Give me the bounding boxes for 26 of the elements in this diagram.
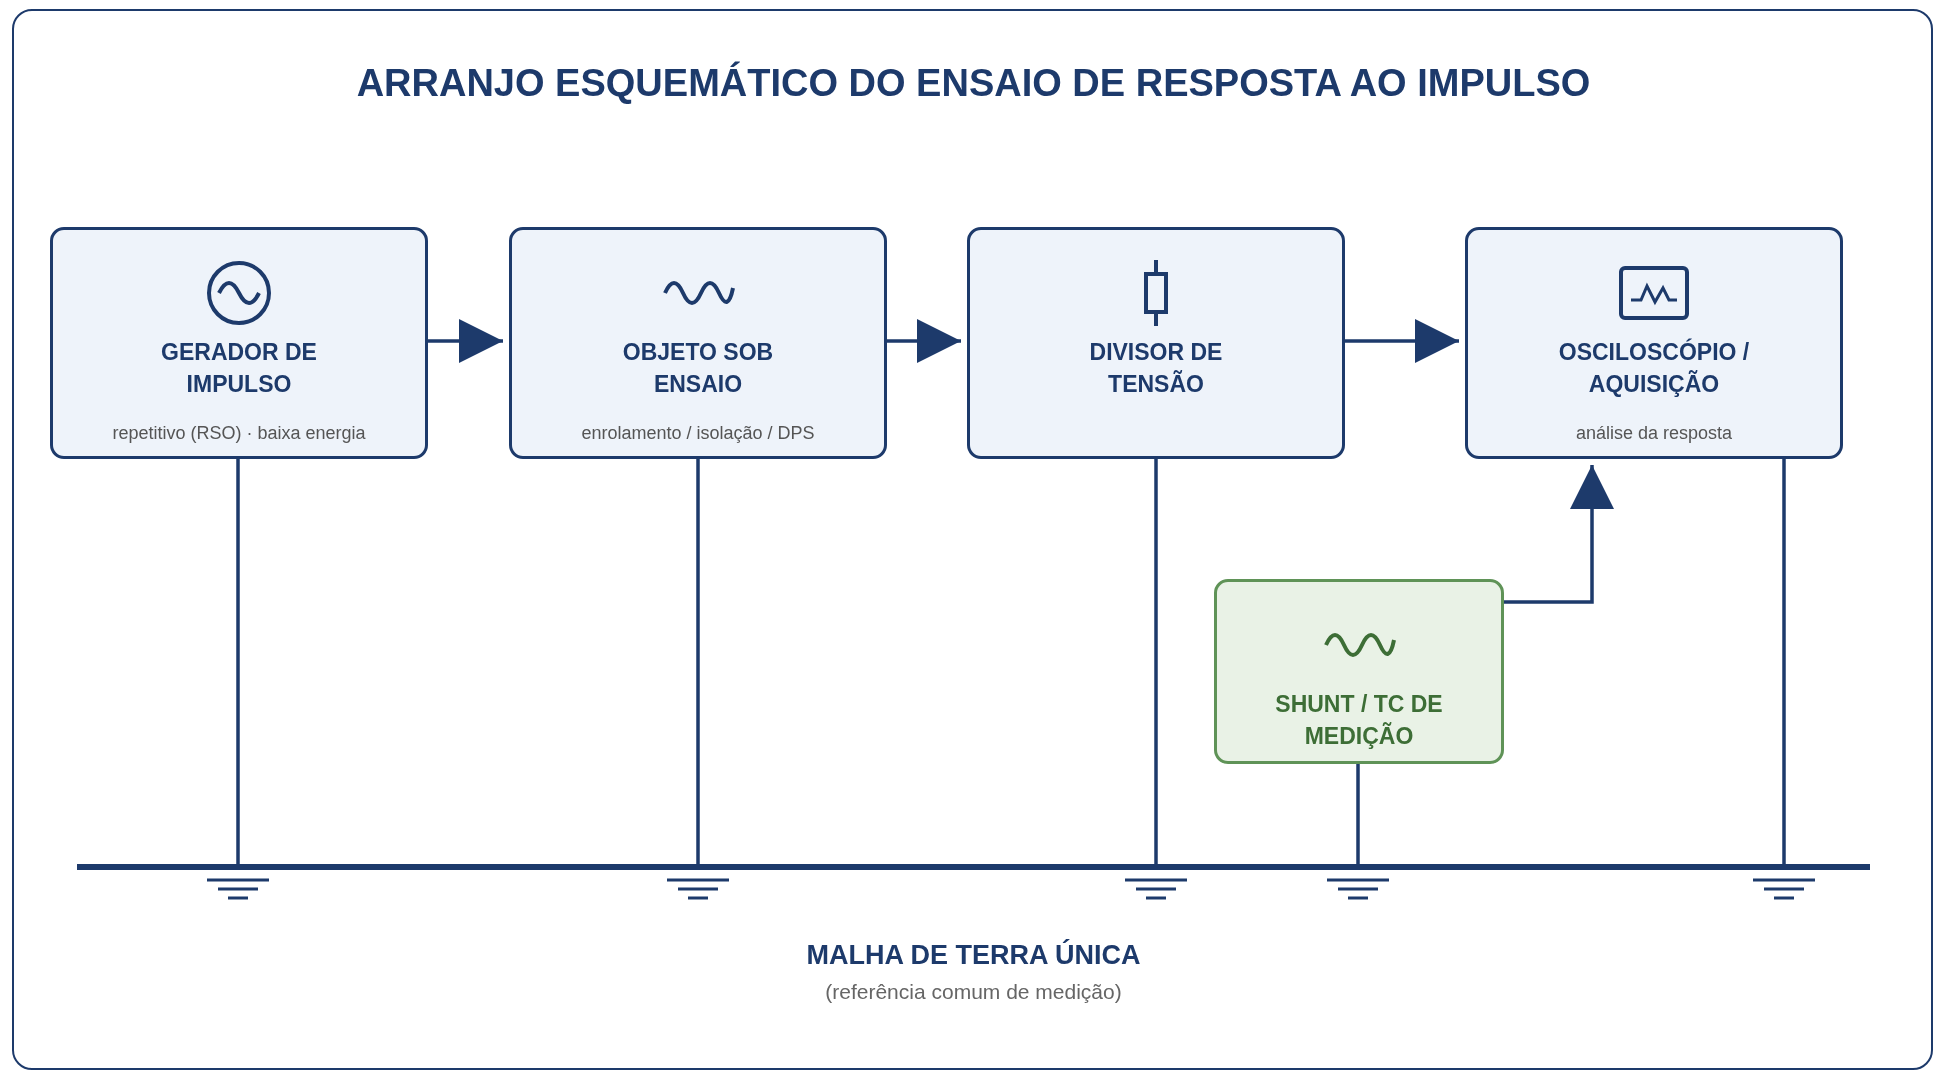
component-box — [509, 227, 887, 459]
arrow — [1504, 465, 1614, 604]
arrow — [428, 319, 503, 363]
component-box — [967, 227, 1345, 459]
box-title: OSCILOSCÓPIO / AQUISIÇÃO — [1557, 337, 1751, 399]
arrow — [887, 319, 961, 363]
box-title: SHUNT / TC DE MEDIÇÃO — [1274, 690, 1444, 751]
arrow — [1345, 319, 1459, 363]
ground-line — [1356, 764, 1360, 864]
ground-line — [696, 459, 700, 864]
component-box — [50, 227, 428, 459]
box-title: OBJETO SOB ENSAIO — [621, 338, 775, 399]
ground-bus — [77, 864, 1870, 870]
bus-note: (referência comum de medição) — [824, 980, 1123, 1004]
box-title: DIVISOR DE TENSÃO — [1088, 338, 1224, 399]
box-subtitle: repetitivo (RSO) · baixa energia — [111, 423, 367, 444]
ground-line — [1782, 459, 1786, 864]
box-subtitle: enrolamento / isolação / DPS — [580, 423, 816, 444]
diagram-title: ARRANJO ESQUEMÁTICO DO ENSAIO DE RESPOSTA AO IMPULSO — [355, 62, 1592, 105]
bus-label: MALHA DE TERRA ÚNICA — [805, 940, 1142, 971]
component-box — [1465, 227, 1843, 459]
ground-line — [1154, 459, 1158, 864]
ground-line — [236, 459, 240, 864]
box-title: GERADOR DE IMPULSO — [160, 338, 318, 399]
box-subtitle: análise da resposta — [1574, 423, 1734, 444]
measurement-box — [1214, 579, 1504, 764]
